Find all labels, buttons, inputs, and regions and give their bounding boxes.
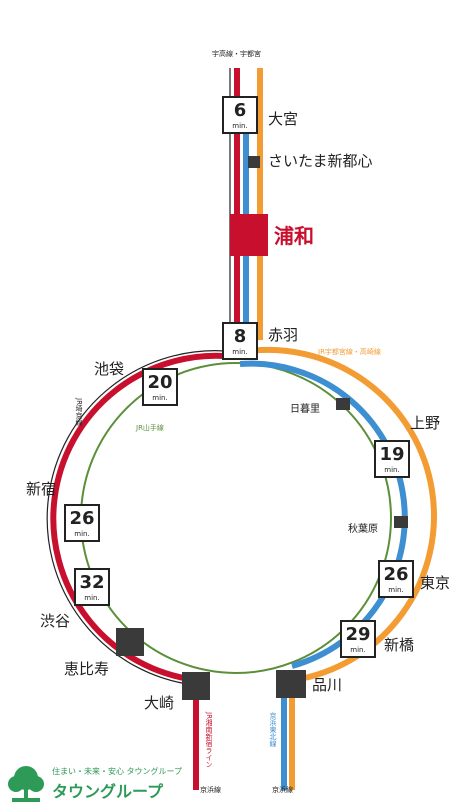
station-marker-akihabara: [394, 516, 408, 528]
station-nippori: 日暮里: [290, 404, 320, 415]
station-omiya: 大宮: [268, 110, 299, 128]
time-ikebukuro: 20: [147, 372, 173, 393]
time-box-tokyo: 26 min.: [378, 560, 414, 598]
line-label-rinkai-bottom: 京浜線: [200, 786, 221, 794]
station-ikebukuro: 池袋: [94, 360, 125, 378]
station-urawa: 浦和: [274, 224, 314, 248]
station-shinagawa: 品川: [312, 676, 343, 694]
time-box-ikebukuro: 20 min.: [142, 368, 178, 406]
time-ueno: 19: [379, 444, 405, 465]
time-unit: min.: [350, 646, 366, 654]
time-box-ueno: 19 min.: [374, 440, 410, 478]
station-marker-urawa: [230, 214, 268, 256]
tree-logo-icon: [8, 766, 44, 802]
logo: 住まい・未来・安心 タウングループ タウングループ: [6, 764, 206, 804]
time-unit: min.: [74, 530, 90, 538]
station-shibuya: 渋谷: [40, 612, 71, 630]
time-box-shibuya: 32 min.: [74, 568, 110, 606]
logo-name: タウングループ: [52, 782, 164, 801]
line-label-keihin: 京浜東北線: [269, 712, 277, 747]
station-akihabara: 秋葉原: [348, 524, 378, 535]
time-omiya: 6: [233, 100, 247, 121]
time-akabane: 8: [233, 326, 247, 347]
line-label-keihin-bottom: 京浜線: [272, 786, 293, 794]
station-marker-saitama-shintoshin: [248, 156, 260, 168]
time-unit: min.: [152, 394, 168, 402]
time-box-omiya: 6 min.: [222, 96, 258, 134]
line-label-saikyo: JR埼京線: [75, 398, 83, 426]
station-osaki: 大崎: [144, 694, 175, 712]
time-unit: min.: [232, 348, 248, 356]
station-shimbashi: 新橋: [384, 636, 415, 654]
time-unit: min.: [232, 122, 248, 130]
line-label-yamanote: JR山手線: [136, 424, 164, 432]
station-tokyo: 東京: [420, 574, 451, 592]
time-box-shimbashi: 29 min.: [340, 620, 376, 658]
time-unit: min.: [84, 594, 100, 602]
station-ueno: 上野: [410, 414, 441, 432]
line-label-rinkai: JR湘南新宿ライン: [205, 712, 213, 768]
station-marker-ebisu: [116, 628, 144, 656]
station-shinjuku: 新宿: [26, 480, 57, 498]
line-label-shonan-shinjuku: JR宇都宮線・高崎線: [318, 348, 381, 356]
station-marker-nippori: [336, 398, 350, 410]
logo-tagline: 住まい・未来・安心 タウングループ: [52, 767, 183, 776]
keihin-arc: [239, 360, 408, 669]
time-shibuya: 32: [79, 572, 105, 593]
time-unit: min.: [384, 466, 400, 474]
top-line-label: 宇高線・宇都宮: [212, 50, 261, 58]
time-tokyo: 26: [383, 564, 409, 585]
station-marker-shinagawa: [276, 670, 306, 698]
saikyo-arc-outline: [46, 350, 237, 686]
station-ebisu: 恵比寿: [64, 660, 110, 678]
time-box-akabane: 8 min.: [222, 322, 258, 360]
time-shinjuku: 26: [69, 508, 95, 529]
time-unit: min.: [388, 586, 404, 594]
station-saitama-shintoshin: さいたま新都心: [268, 152, 373, 170]
station-marker-osaki: [182, 672, 210, 700]
station-akabane: 赤羽: [268, 326, 299, 344]
time-box-shinjuku: 26 min.: [64, 504, 100, 542]
time-shimbashi: 29: [345, 624, 371, 645]
